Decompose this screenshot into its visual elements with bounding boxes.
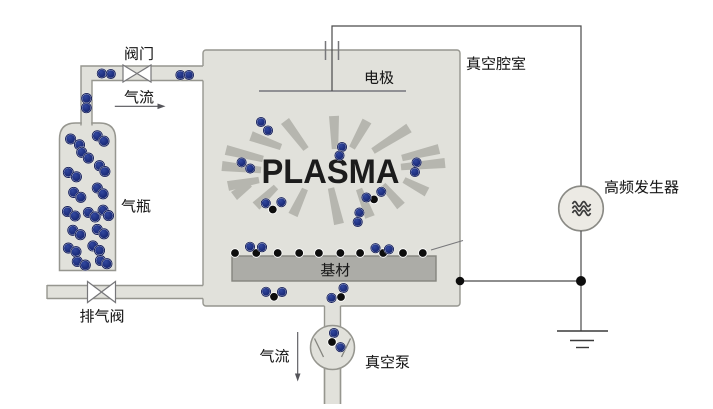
svg-text:PLASMA: PLASMA xyxy=(262,153,400,191)
